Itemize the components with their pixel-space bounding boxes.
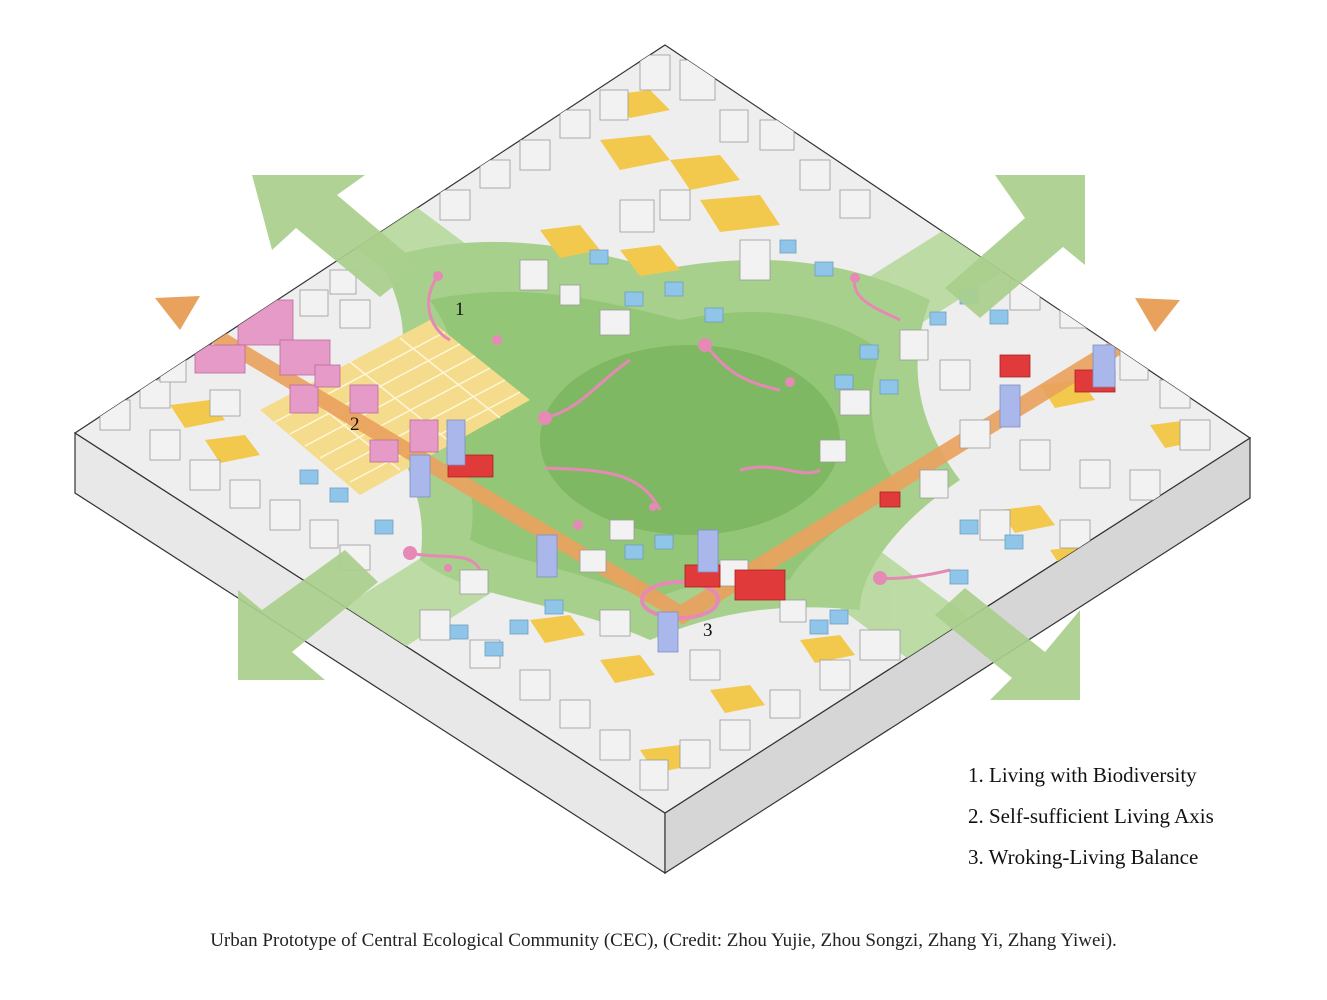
legend-item-3: 3. Wroking-Living Balance xyxy=(968,845,1199,869)
figure-caption: Urban Prototype of Central Ecological Co… xyxy=(210,930,1117,951)
blue-buildings xyxy=(299,239,1024,657)
zone-label-1: 1 xyxy=(455,299,465,320)
pink-nodes xyxy=(403,271,887,585)
lavender-towers xyxy=(409,344,1116,653)
green-arrows xyxy=(238,175,1085,700)
zone-label-3: 3 xyxy=(703,620,713,641)
zone-label-2: 2 xyxy=(350,414,360,435)
plaza-ring xyxy=(640,580,720,620)
axis-arrowheads xyxy=(155,296,1180,332)
legend-item-1: 1. Living with Biodiversity xyxy=(968,763,1197,787)
legend: 1. Living with Biodiversity 2. Self-suff… xyxy=(968,755,1214,878)
legend-item-2: 2. Self-sufficient Living Axis xyxy=(968,804,1214,828)
